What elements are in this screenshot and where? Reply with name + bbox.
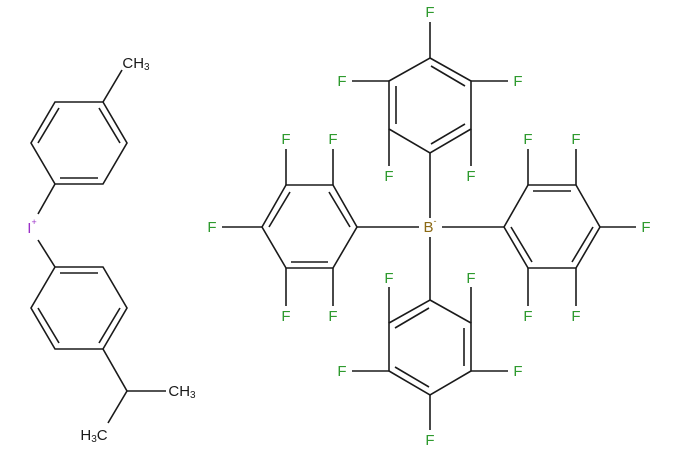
tolyl-ring <box>30 69 128 185</box>
fluorine-atom-label: F <box>513 73 522 90</box>
c-i-bond-bottom <box>37 239 56 268</box>
fluorine-atom-label: F <box>466 168 475 185</box>
fluorine-atom-label: F <box>466 270 475 287</box>
fluorine-atom-label: F <box>281 131 290 148</box>
methyl-label-top: CH3 <box>122 55 150 73</box>
iodine-atom-label: I+ <box>27 217 36 237</box>
fluorine-atom-label: F <box>384 270 393 287</box>
fluorine-atom-label: F <box>328 308 337 325</box>
pentafluorophenyl-ring-left <box>222 149 358 306</box>
fluorine-atom-label: F <box>425 432 434 449</box>
pentafluorophenyl-ring-top <box>352 22 508 166</box>
fluorine-atom-label: F <box>523 131 532 148</box>
fluorine-atom-label: F <box>337 363 346 380</box>
fluorine-atom-label: F <box>571 308 580 325</box>
boron-bonds <box>357 153 504 300</box>
isopropylphenyl-ring <box>30 266 166 424</box>
fluorine-atom-label: F <box>384 168 393 185</box>
boron-atom-label: B- <box>423 216 436 236</box>
pentafluorophenyl-ring-right <box>503 149 636 306</box>
fluorine-atom-label: F <box>337 73 346 90</box>
fluorine-atom-label: F <box>425 4 434 21</box>
fluorine-atom-label: F <box>641 219 650 236</box>
methyl-label-left: H3C <box>80 427 107 445</box>
fluorine-atom-label: F <box>513 363 522 380</box>
fluorine-atom-label: F <box>571 131 580 148</box>
c-i-bond-top <box>37 183 56 215</box>
fluorine-atom-label: F <box>281 308 290 325</box>
pentafluorophenyl-ring-bottom <box>352 287 508 430</box>
fluorine-atom-label: F <box>207 219 216 236</box>
fluorine-atom-label: F <box>328 131 337 148</box>
methyl-label-right: CH3 <box>168 383 196 401</box>
fluorine-atom-label: F <box>523 308 532 325</box>
